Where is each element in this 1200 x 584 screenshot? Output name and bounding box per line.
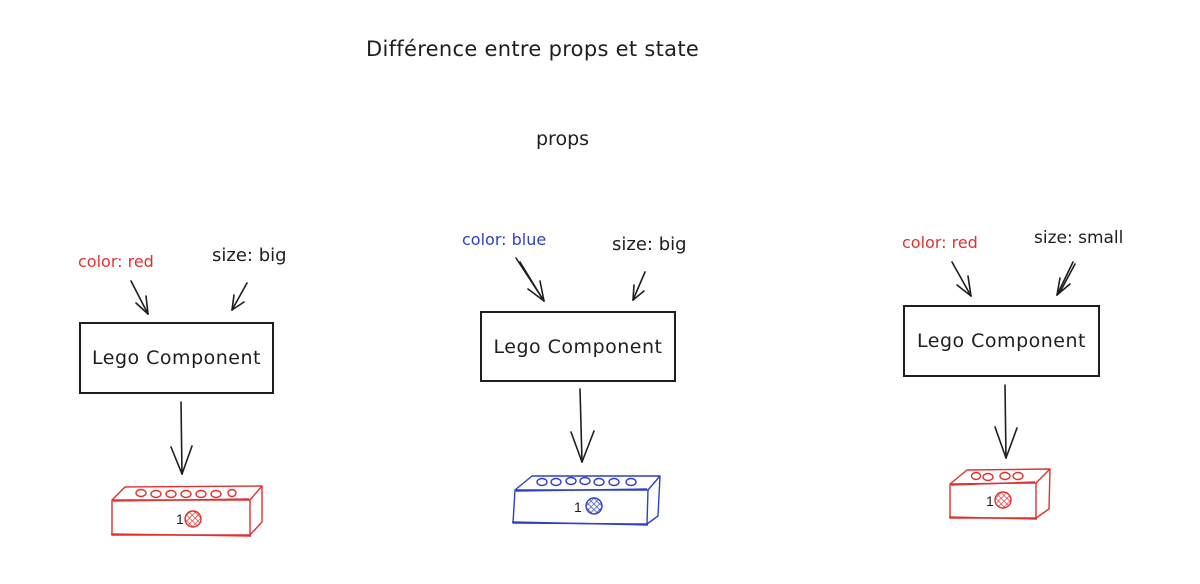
arrow-color-to-box-icon xyxy=(951,261,972,297)
lego-component-label: Lego Component xyxy=(92,347,261,369)
arrow-box-to-brick-icon xyxy=(994,384,1018,459)
lego-component-box: Lego Component xyxy=(480,311,676,382)
arrow-box-to-brick-icon xyxy=(570,388,595,463)
prop-size-label: size: big xyxy=(212,245,287,266)
lego-component-label: Lego Component xyxy=(493,335,663,358)
lego-component-box: Lego Component xyxy=(903,305,1100,377)
prop-size-label: size: big xyxy=(612,234,687,255)
arrow-color-to-box-icon xyxy=(130,280,149,315)
arrow-box-to-brick-icon xyxy=(170,401,193,475)
diagram-subtitle: props xyxy=(536,128,590,150)
lego-brick-red-small-icon xyxy=(948,468,1051,520)
lego-component-box: Lego Component xyxy=(79,322,274,394)
brick-number: 1 xyxy=(574,499,582,515)
brick-number: 1 xyxy=(176,511,184,527)
arrow-size-to-box-icon xyxy=(632,271,646,301)
prop-color-label: color: blue xyxy=(462,230,547,249)
prop-color-label: color: red xyxy=(902,233,978,252)
arrow-color-to-box-icon xyxy=(515,257,545,302)
arrow-size-to-box-icon xyxy=(231,282,248,311)
prop-size-label: size: small xyxy=(1034,228,1124,248)
diagram-title: Différence entre props et state xyxy=(366,37,700,61)
prop-color-label: color: red xyxy=(78,252,154,271)
lego-component-label: Lego Component xyxy=(917,330,1086,352)
lego-brick-red-big-icon xyxy=(110,485,263,537)
lego-brick-blue-big-icon xyxy=(511,475,661,526)
arrow-size-to-box-icon xyxy=(1056,261,1076,296)
brick-number: 1 xyxy=(986,493,994,509)
